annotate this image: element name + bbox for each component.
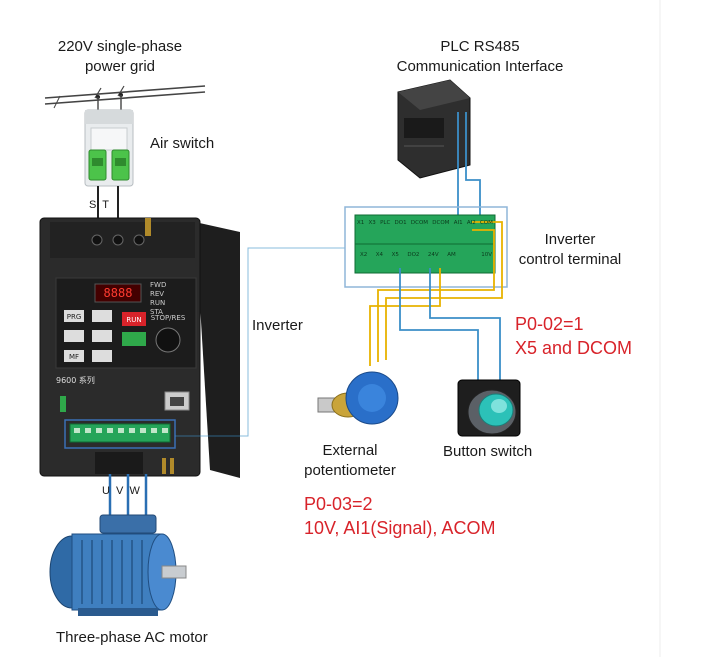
prg-key: PRG (67, 313, 82, 321)
potentiometer-graphic (317, 371, 399, 425)
motor-graphic (49, 514, 187, 616)
p002-note: P0-02=1 X5 and DCOM (515, 312, 632, 360)
pin-label: 24V (427, 252, 439, 258)
button-switch-graphic (457, 379, 521, 437)
motor-label: Three-phase AC motor (56, 629, 208, 646)
terminal-label: Inverter control terminal (510, 230, 630, 270)
pin-label: X1 (357, 220, 365, 226)
button-switch-label: Button switch (443, 443, 533, 460)
potentiometer-label-line2: potentiometer (304, 462, 396, 479)
inverter-graphic: 8888 FWD REV RUN STA PRG MF RUN STOP/RES… (39, 217, 240, 478)
pin-label: COM (479, 220, 493, 226)
grid-label: 220V single-phase power grid (40, 37, 200, 77)
led-label-1: FWD (150, 281, 166, 289)
p002-line2: X5 and DCOM (515, 338, 633, 358)
p003-line2: 10V, AI1(Signal), ACOM (304, 518, 496, 538)
pin-label: PLC (380, 220, 391, 226)
grid-label-line1: 220V single-phase (57, 38, 183, 55)
inverter-label: Inverter (252, 317, 303, 334)
air-switch-label: Air switch (150, 135, 215, 152)
plc-label: PLC RS485 Communication Interface (375, 37, 585, 77)
plc-graphic (397, 79, 471, 179)
pin-label: X3 (368, 220, 376, 226)
pin-label: X4 (375, 252, 384, 258)
inverter-model: 9600 系列 (56, 375, 95, 385)
potentiometer-label: External potentiometer (290, 441, 410, 481)
pin-label: AI2 (466, 220, 476, 226)
pin-label: AM (447, 252, 456, 258)
terminal-block-graphic (344, 206, 508, 288)
pin-label: AI1 (453, 220, 463, 226)
mf-key: MF (69, 353, 79, 361)
p003-line1: P0-03=2 (304, 494, 373, 514)
plc-label-line1: PLC RS485 (440, 38, 520, 55)
led-label-3: RUN (150, 299, 165, 307)
pin-label: DCOM (410, 220, 429, 226)
uvw-label: U V W (102, 485, 140, 497)
plc-wires (457, 112, 481, 230)
p003-note: P0-03=2 10V, AI1(Signal), ACOM (304, 492, 495, 540)
terminal-bottom-row: X2 X4 X5 DO2 24V AM 10V (360, 252, 492, 258)
pin-label: 10V (481, 252, 492, 258)
terminal-top-row: X1 X3 PLC DO1 DCOM DCOM AI1 AI2 COM (357, 220, 493, 226)
air-switch-graphic (84, 109, 134, 240)
pin-label: X2 (360, 252, 368, 258)
pin-label: DO2 (407, 252, 420, 258)
run-key: RUN (126, 316, 141, 324)
pin-label: DCOM (432, 220, 450, 226)
potentiometer-label-line1: External (322, 442, 378, 459)
plc-label-line2: Communication Interface (396, 58, 564, 75)
stop-key: STOP/RES (151, 314, 186, 322)
terminal-label-line1: Inverter (544, 231, 596, 248)
pin-label: X5 (391, 252, 399, 258)
inverter-display: 8888 (104, 286, 133, 300)
led-label-2: REV (150, 290, 164, 298)
potentiometer-wires (369, 221, 503, 366)
p002-line1: P0-02=1 (515, 314, 584, 334)
st-label: S T (89, 199, 109, 211)
button-wires (399, 268, 501, 382)
terminal-label-line2: control terminal (518, 251, 622, 268)
power-grid-lines (44, 85, 206, 112)
pin-label: DO1 (394, 220, 407, 226)
grid-label-line2: power grid (84, 58, 156, 75)
led-label-4: STA (150, 308, 163, 316)
